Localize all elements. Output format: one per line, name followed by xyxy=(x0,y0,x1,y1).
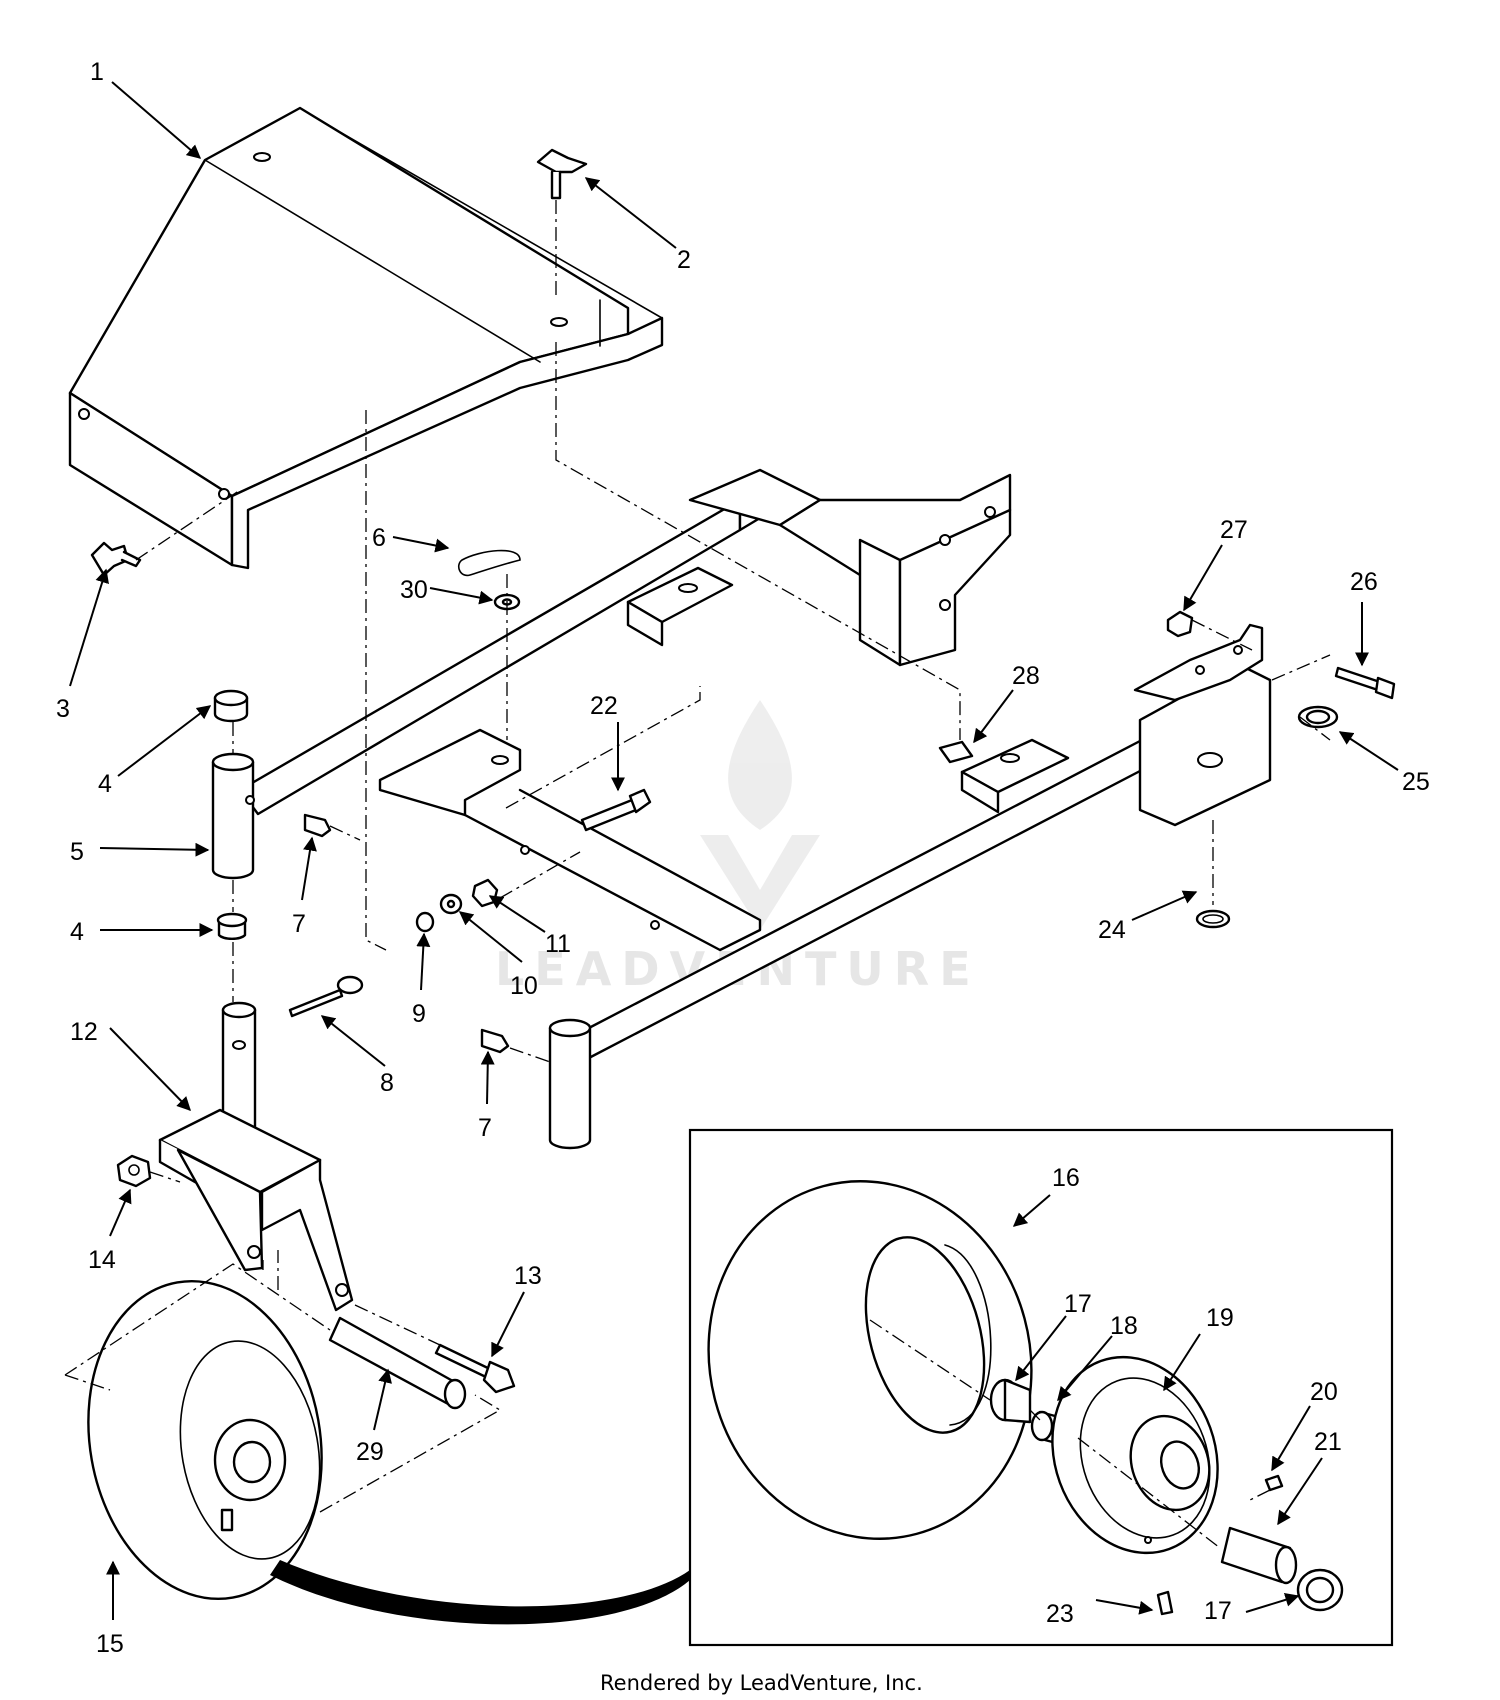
caster-wheel xyxy=(87,1279,690,1625)
callout-25: 25 xyxy=(1402,768,1430,796)
callout-30: 30 xyxy=(400,576,428,604)
leader-arrows xyxy=(69,81,1399,1620)
callout-15: 15 xyxy=(96,1630,124,1658)
callout-21: 21 xyxy=(1314,1428,1342,1456)
callout-4b: 4 xyxy=(70,918,84,946)
callout-24: 24 xyxy=(1098,916,1126,944)
caster-frame xyxy=(211,468,1272,1150)
callout-2: 2 xyxy=(677,246,691,274)
callout-12: 12 xyxy=(70,1018,98,1046)
callout-7a: 7 xyxy=(292,910,306,938)
callout-26: 26 xyxy=(1350,568,1378,596)
callout-20: 20 xyxy=(1310,1378,1338,1406)
callout-8: 8 xyxy=(380,1069,394,1097)
callout-3: 3 xyxy=(56,695,70,723)
callout-7b: 7 xyxy=(478,1114,492,1142)
footer-credit: Rendered by LeadVenture, Inc. xyxy=(600,1671,923,1695)
callout-28: 28 xyxy=(1012,662,1040,690)
callout-18: 18 xyxy=(1110,1312,1138,1340)
inset-fittings xyxy=(1156,1474,1284,1616)
caster-yoke xyxy=(158,1001,354,1312)
callout-9: 9 xyxy=(412,1000,426,1028)
callout-23: 23 xyxy=(1046,1600,1074,1628)
callout-5: 5 xyxy=(70,838,84,866)
callout-1: 1 xyxy=(90,58,104,86)
callout-19: 19 xyxy=(1206,1304,1234,1332)
callout-16: 16 xyxy=(1052,1164,1080,1192)
callout-10: 10 xyxy=(510,972,538,1000)
callout-14: 14 xyxy=(88,1246,116,1274)
callout-6: 6 xyxy=(372,524,386,552)
inset-detail-frame xyxy=(688,1128,1394,1647)
hardware xyxy=(116,549,1396,1410)
callout-17a: 17 xyxy=(1064,1290,1092,1318)
inset-tire xyxy=(707,1180,1033,1540)
cover-plate xyxy=(68,106,664,570)
callout-22: 22 xyxy=(590,692,618,720)
callout-27: 27 xyxy=(1220,516,1248,544)
inset-bearing-17b xyxy=(1296,1568,1344,1612)
callout-13: 13 xyxy=(514,1262,542,1290)
inset-pulley-19 xyxy=(1051,1355,1219,1555)
callout-4a: 4 xyxy=(98,770,112,798)
callout-29: 29 xyxy=(356,1438,384,1466)
callout-17b: 17 xyxy=(1204,1597,1232,1625)
inset-bearing-17a xyxy=(989,1378,1032,1424)
callout-11: 11 xyxy=(545,930,571,958)
inset-spacer-21 xyxy=(1220,1526,1298,1585)
callout-labels: 1 2 3 4 4 5 6 7 7 8 9 10 11 12 13 14 15 … xyxy=(56,58,1430,1658)
assembly-lines xyxy=(64,200,1331,1549)
wing-knob-top xyxy=(536,148,588,200)
wing-knob-side xyxy=(90,541,142,577)
